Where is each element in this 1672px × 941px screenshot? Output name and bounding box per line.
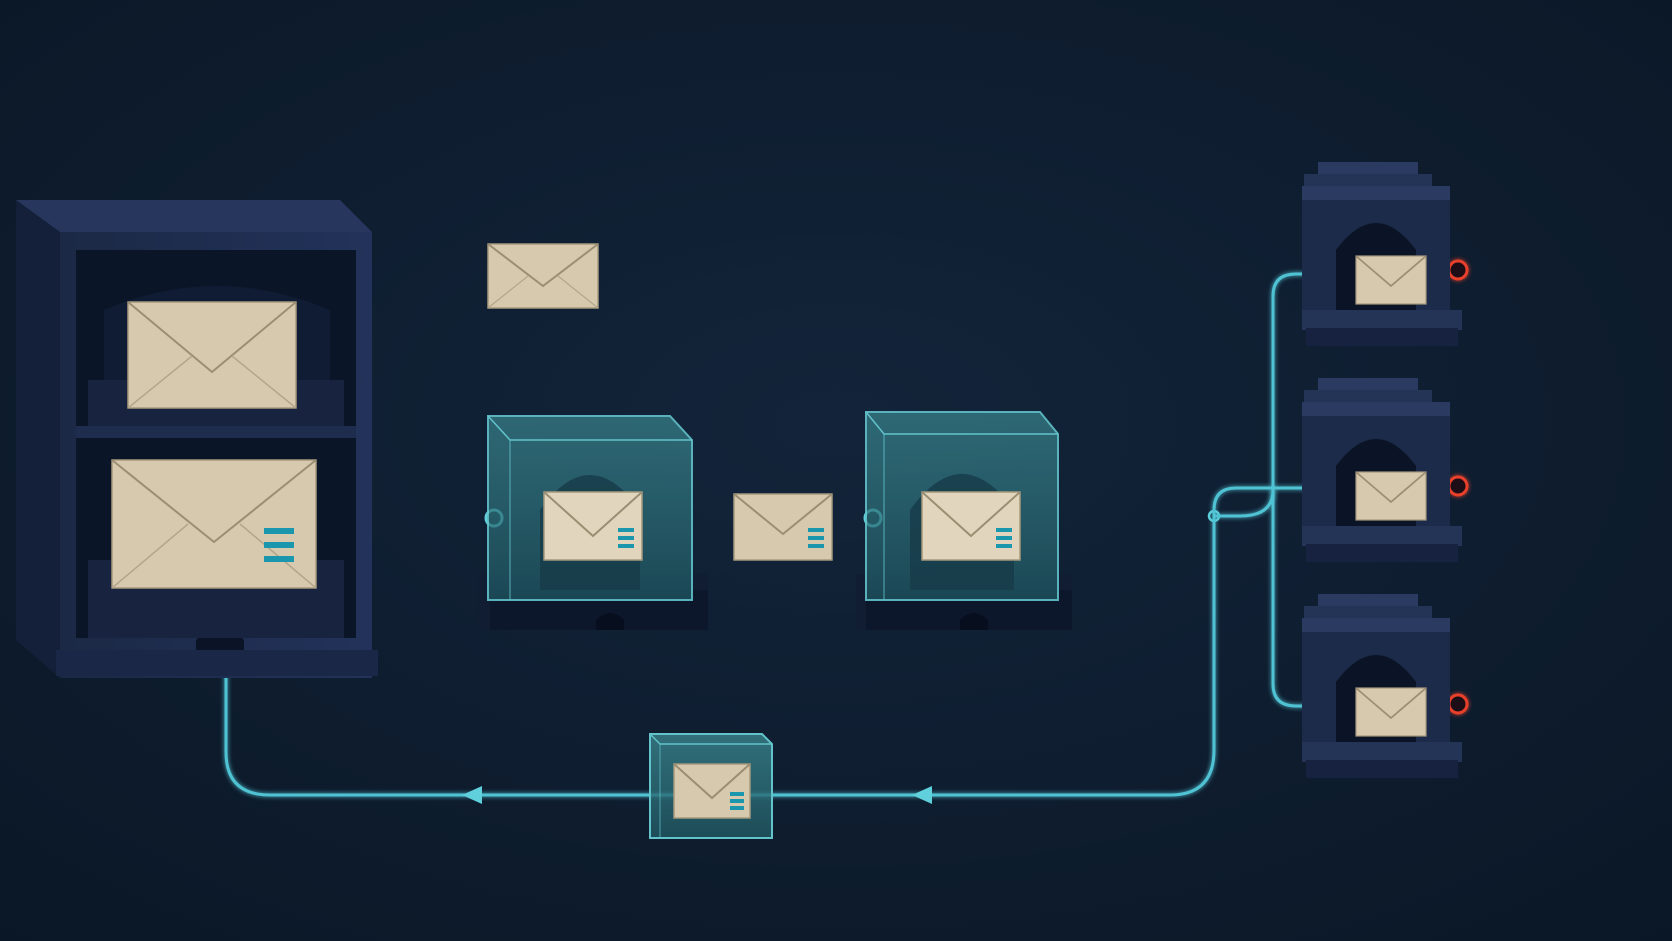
arrow-feedback-1	[912, 786, 932, 804]
tagged-envelope-icon	[733, 493, 833, 561]
port-sink-3-out	[1447, 693, 1469, 715]
tagged-envelope-icon	[921, 491, 1021, 561]
plain-envelope-icon	[487, 243, 599, 309]
arrow-feedback-2	[462, 786, 482, 804]
tagged-envelope-icon	[111, 459, 317, 589]
link-fanout-1	[1214, 272, 1313, 518]
plain-envelope-icon	[1355, 255, 1427, 305]
plain-envelope-icon	[127, 301, 297, 409]
tagged-envelope-icon	[543, 491, 643, 561]
mailbox-icon	[1302, 594, 1462, 778]
mailbox-icon	[1302, 162, 1462, 346]
port-sink-2-out	[1447, 475, 1469, 497]
link-fanout-2	[1212, 486, 1313, 516]
mailbox-icon	[1302, 378, 1462, 562]
mail-cabinet-icon	[16, 200, 378, 678]
tagged-envelope-icon	[673, 763, 751, 819]
link-fanout-3	[1271, 490, 1313, 708]
plain-envelope-icon	[1355, 471, 1427, 521]
plain-envelope-icon	[1355, 687, 1427, 737]
port-sink-1-out	[1447, 259, 1469, 281]
